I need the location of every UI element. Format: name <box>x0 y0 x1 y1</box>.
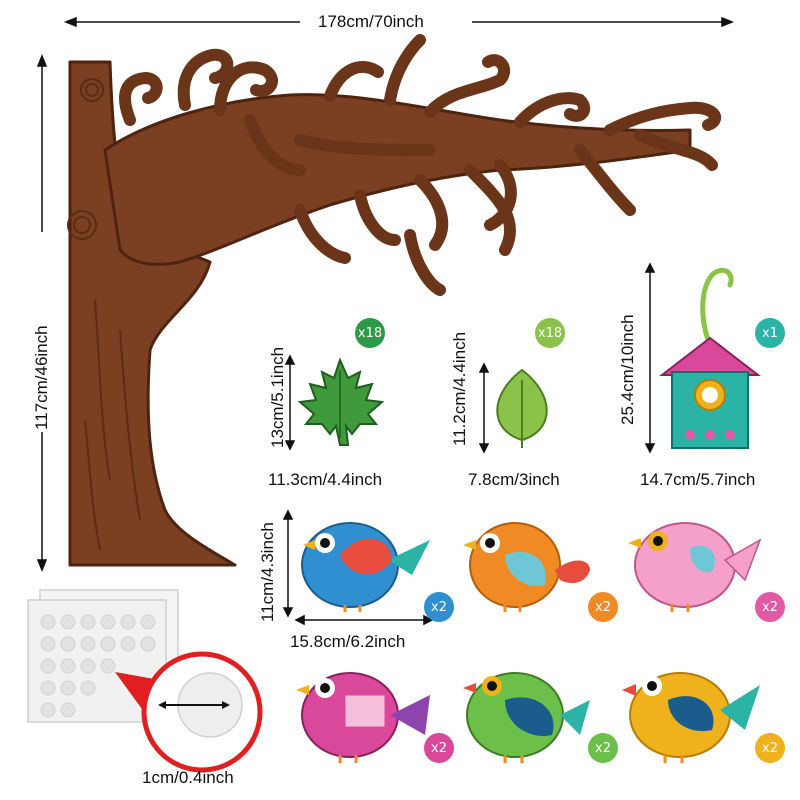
oval-leaf-width-label: 7.8cm/3inch <box>468 470 560 489</box>
tree-branches <box>119 34 721 296</box>
birdhouse-count-badge: x1 <box>755 318 785 348</box>
adhesive-dot-magnifier <box>115 651 263 773</box>
bird-green-count-badge: x2 <box>588 733 618 763</box>
birdhouse-decal <box>659 267 761 449</box>
bird-decal-blue <box>301 522 430 612</box>
bird-decal-green <box>463 672 590 763</box>
bird-height-arrow <box>282 509 294 618</box>
bird-decal-orange <box>463 522 590 612</box>
birdhouse-height-arrow <box>644 262 656 454</box>
bird-blue-count-badge: x2 <box>424 592 454 622</box>
oval-leaf-height-label: 11.2cm/4.4inch <box>450 331 469 446</box>
tree-width-arrow <box>63 16 735 28</box>
bird-decal-pink <box>628 522 762 612</box>
adhesive-dot-size-label: 1cm/0.4inch <box>142 768 234 787</box>
birdhouse-height-label: 25.4cm/10inch <box>618 314 637 425</box>
tree-width-label: 178cm/70inch <box>318 12 424 31</box>
bird-width-arrow <box>294 614 434 626</box>
bird-decal-yellow <box>622 672 760 763</box>
bird-height-label: 11cm/4.3inch <box>258 522 277 622</box>
oval-leaf-height-arrow <box>478 362 490 454</box>
bird-yellow-count-badge: x2 <box>755 733 785 763</box>
tree-height-label: 117cm/46inch <box>32 325 51 430</box>
maple-leaf-width-label: 11.3cm/4.4inch <box>268 470 383 489</box>
bird-magenta-count-badge: x2 <box>424 733 454 763</box>
oval-leaf-decal <box>496 368 548 448</box>
bird-width-label: 15.8cm/6.2inch <box>290 632 406 651</box>
bird-orange-count-badge: x2 <box>588 592 618 622</box>
oval-leaf-count-badge: x18 <box>535 318 565 348</box>
maple-leaf-height-label: 13cm/5.1inch <box>268 346 287 448</box>
maple-height-arrow <box>284 354 296 451</box>
bird-pink-count-badge: x2 <box>755 592 785 622</box>
maple-leaf-count-badge: x18 <box>355 318 385 348</box>
birdhouse-width-label: 14.7cm/5.7inch <box>640 470 756 489</box>
tree-bark-lines <box>67 78 141 551</box>
bird-decal-magenta <box>296 672 430 763</box>
tree-height-arrow <box>36 53 48 573</box>
maple-leaf-decal <box>297 357 385 446</box>
